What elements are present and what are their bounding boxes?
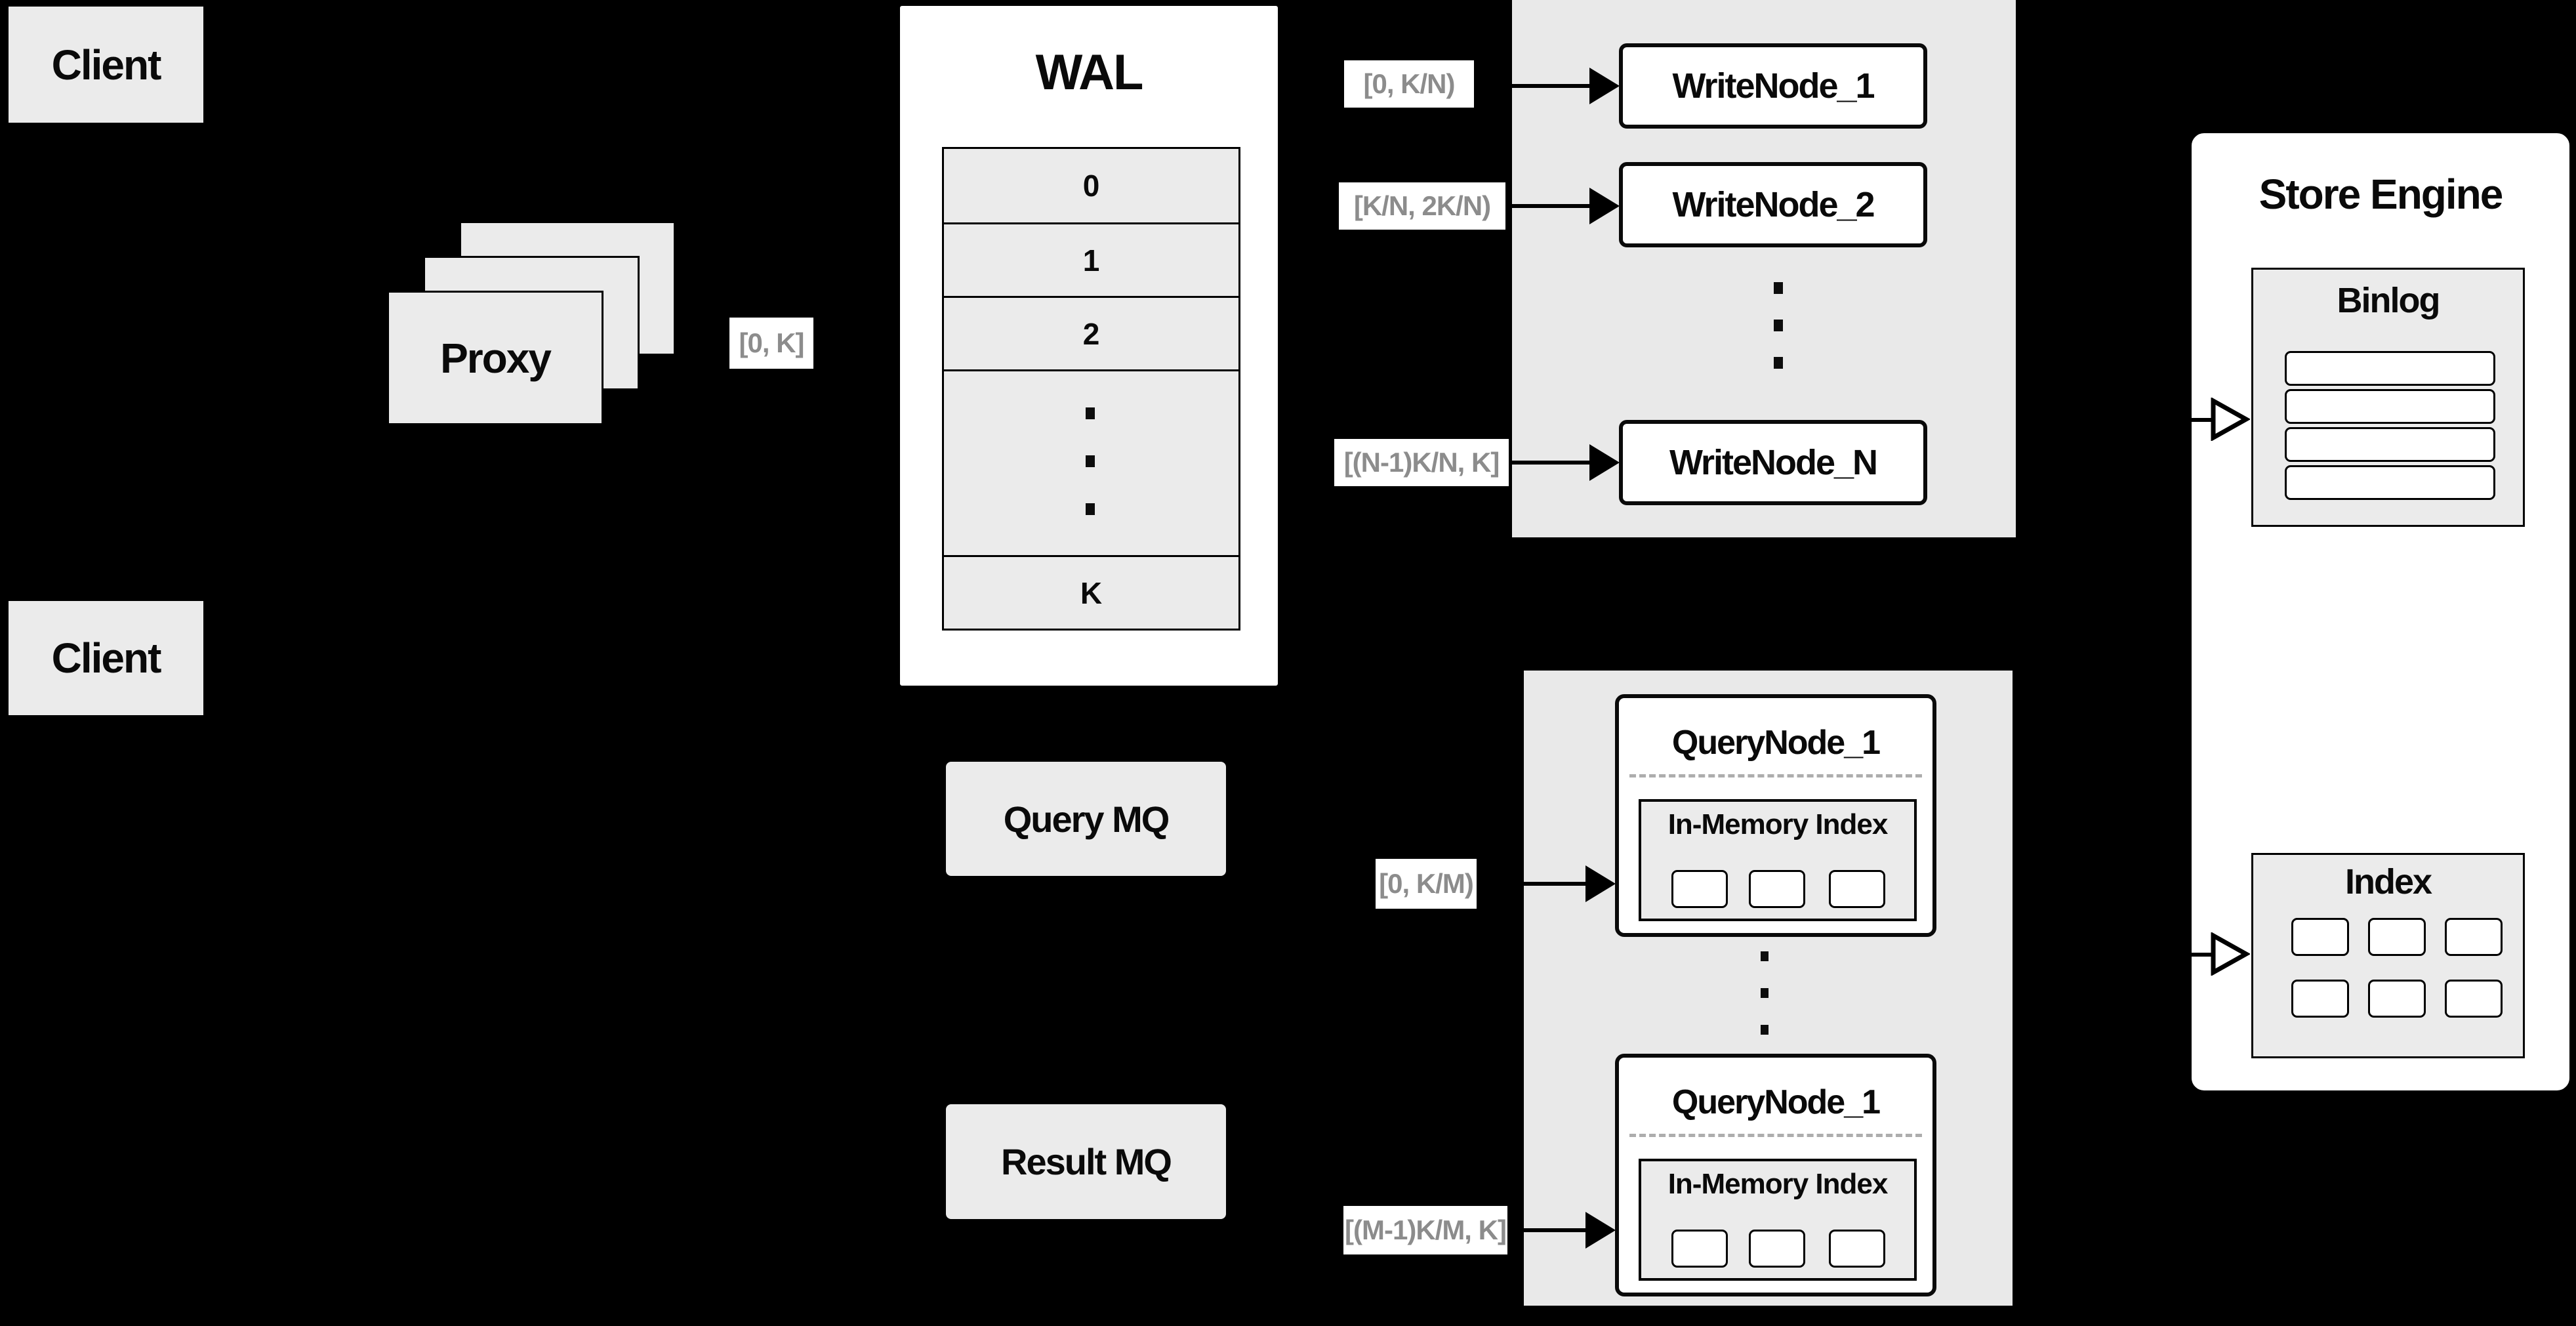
arrowhead-querynode1-icon — [1585, 865, 1616, 902]
memory-cell — [1671, 1230, 1728, 1268]
store-engine-panel: Store Engine Binlog Index — [2190, 131, 2571, 1092]
query-node-bottom: QueryNode_1 In-Memory Index — [1615, 1054, 1936, 1296]
memory-cell — [1671, 870, 1728, 908]
in-memory-index-title-bottom: In-Memory Index — [1667, 1168, 1889, 1200]
index-cell — [2368, 918, 2426, 956]
range-chip-proxy: [0, K] — [729, 318, 813, 369]
result-mq-box: Result MQ — [946, 1104, 1226, 1219]
binlog-row — [2285, 427, 2495, 462]
range-chip-queryM-text: [(M-1)K/M, K] — [1345, 1214, 1507, 1245]
memory-cell — [1749, 870, 1805, 908]
index-cell — [2445, 980, 2503, 1018]
store-engine-title: Store Engine — [2259, 171, 2504, 218]
index-cell — [2291, 918, 2349, 956]
range-chip-queryM: [(M-1)K/M, K] — [1343, 1206, 1507, 1254]
ellipsis-dot — [1774, 282, 1783, 294]
arrow-to-querynodeM — [1507, 1228, 1585, 1232]
range-chip-write1-text: [0, K/N) — [1363, 68, 1456, 99]
index-cell — [2445, 918, 2503, 956]
index-cell — [2368, 980, 2426, 1018]
memory-cell — [1829, 1230, 1885, 1268]
proxy-label: Proxy — [440, 334, 552, 382]
binlog-box: Binlog — [2251, 268, 2525, 527]
wal-row-k: K — [944, 555, 1238, 629]
query-mq-box: Query MQ — [946, 762, 1226, 876]
result-mq-label: Result MQ — [1001, 1141, 1172, 1182]
ellipsis-dot — [1086, 455, 1095, 467]
arrow-to-index — [2166, 953, 2213, 957]
ellipsis-dot — [1761, 988, 1768, 998]
ellipsis-dot — [1761, 951, 1768, 961]
index-cell — [2291, 980, 2349, 1018]
memory-cell — [1829, 870, 1885, 908]
write-node-1: WriteNode_1 — [1619, 43, 1927, 129]
query-node-top: QueryNode_1 In-Memory Index — [1615, 694, 1936, 937]
index-box: Index — [2251, 853, 2525, 1058]
wal-title: WAL — [1035, 45, 1144, 100]
arrow-to-writenode1 — [1474, 84, 1589, 88]
arrowhead-querynodeM-icon — [1585, 1212, 1616, 1249]
in-memory-index-box-bottom: In-Memory Index — [1639, 1159, 1917, 1281]
client-bottom-label: Client — [51, 634, 162, 682]
ellipsis-dot — [1774, 357, 1783, 369]
memory-cell — [1749, 1230, 1805, 1268]
wal-row-ellipsis — [944, 369, 1238, 555]
write-node-n: WriteNode_N — [1619, 420, 1927, 505]
hollow-arrowhead-binlog-icon — [2211, 398, 2250, 441]
binlog-row — [2285, 351, 2495, 386]
binlog-row — [2285, 465, 2495, 500]
ellipsis-dot — [1761, 1025, 1768, 1035]
wal-row-2: 2 — [944, 296, 1238, 369]
binlog-row — [2285, 389, 2495, 424]
query-node-bottom-title: QueryNode_1 — [1671, 1083, 1881, 1121]
index-cells — [2291, 918, 2503, 1018]
arrow-to-writenode2 — [1505, 204, 1589, 208]
query-node-top-title: QueryNode_1 — [1671, 724, 1881, 762]
client-top-label: Client — [51, 41, 162, 89]
range-chip-query1: [0, K/M) — [1376, 859, 1477, 909]
arrowhead-writenode2-icon — [1589, 188, 1620, 224]
write-node-2: WriteNode_2 — [1619, 162, 1927, 247]
ellipsis-dot — [1086, 407, 1095, 419]
query-mq-label: Query MQ — [1003, 798, 1170, 840]
hollow-arrowhead-index-icon — [2211, 932, 2250, 976]
range-chip-writeN: [(N-1)K/N, K] — [1334, 439, 1509, 486]
write-node-n-label: WriteNode_N — [1669, 443, 1878, 482]
client-bottom-box: Client — [7, 599, 205, 717]
arrowhead-writenode1-icon — [1589, 68, 1620, 104]
in-memory-index-box-top: In-Memory Index — [1639, 799, 1917, 921]
arrowhead-writenodeN-icon — [1589, 444, 1620, 481]
range-chip-write2: [K/N, 2K/N) — [1339, 182, 1505, 230]
arrow-to-querynode1 — [1477, 882, 1585, 886]
ellipsis-dot — [1774, 320, 1783, 331]
dashed-divider — [1629, 774, 1922, 777]
in-memory-index-title-top: In-Memory Index — [1667, 808, 1889, 840]
range-chip-write1: [0, K/N) — [1344, 60, 1474, 108]
write-node-2-label: WriteNode_2 — [1672, 185, 1875, 224]
dashed-divider — [1629, 1134, 1922, 1137]
arrow-to-writenodeN — [1509, 461, 1589, 465]
range-chip-query1-text: [0, K/M) — [1379, 868, 1474, 899]
binlog-rows — [2285, 351, 2495, 500]
proxy-box-front: Proxy — [387, 291, 603, 425]
wal-panel: WAL 0 1 2 K — [898, 4, 1280, 688]
arrow-to-binlog — [2166, 418, 2213, 422]
range-chip-writeN-text: [(N-1)K/N, K] — [1343, 447, 1500, 478]
index-title: Index — [2344, 862, 2432, 901]
range-chip-write2-text: [K/N, 2K/N) — [1353, 190, 1491, 221]
wal-row-0: 0 — [944, 149, 1238, 222]
ellipsis-dot — [1086, 503, 1095, 515]
write-node-1-label: WriteNode_1 — [1672, 66, 1875, 106]
binlog-title: Binlog — [2337, 281, 2441, 320]
range-chip-proxy-text: [0, K] — [739, 327, 805, 358]
wal-row-1: 1 — [944, 222, 1238, 296]
client-top-box: Client — [7, 5, 205, 125]
wal-table: 0 1 2 K — [942, 147, 1240, 631]
